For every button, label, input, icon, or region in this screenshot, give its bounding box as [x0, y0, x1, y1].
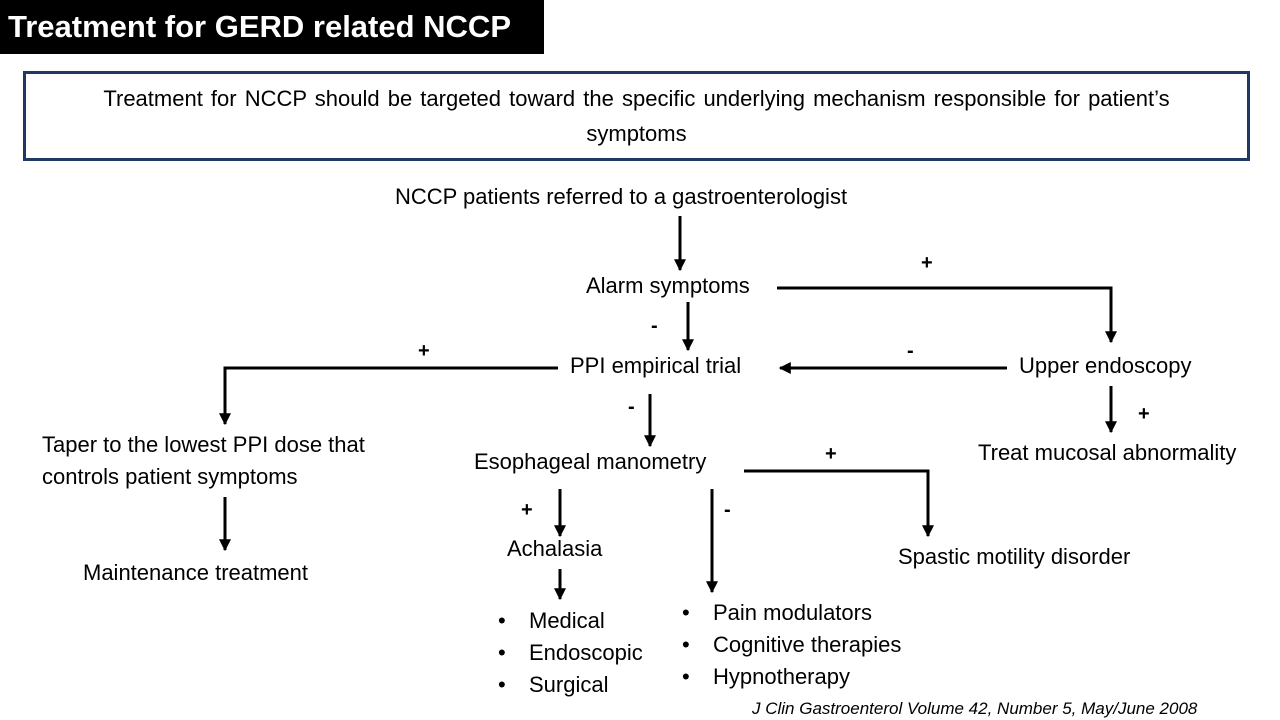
arrow-ppi-to-taper: [219, 366, 558, 426]
intro-box: Treatment for NCCP should be targeted to…: [23, 71, 1250, 161]
sign-plus-manometry-spastic: +: [825, 443, 837, 465]
achalasia-options-list: Medical Endoscopic Surgical: [498, 605, 643, 701]
list-item: Surgical: [498, 669, 643, 701]
node-upper-endoscopy: Upper endoscopy: [1019, 353, 1192, 378]
sign-minus-endoscopy-ppi: -: [907, 340, 914, 362]
sign-plus-endoscopy-treat: +: [1138, 403, 1150, 425]
sign-plus-manometry-achalasia: +: [521, 499, 533, 521]
sign-plus-ppi-taper: +: [418, 340, 430, 362]
node-taper-ppi: Taper to the lowest PPI dose that contro…: [42, 429, 365, 493]
arrow-manometry-to-spastic: [744, 469, 934, 538]
list-item: Cognitive therapies: [682, 629, 901, 661]
citation: J Clin Gastroenterol Volume 42, Number 5…: [752, 699, 1198, 718]
node-start: NCCP patients referred to a gastroentero…: [395, 184, 848, 209]
node-treat-mucosal: Treat mucosal abnormality: [978, 440, 1237, 465]
node-maintenance: Maintenance treatment: [83, 560, 309, 585]
slide-title: Treatment for GERD related NCCP: [0, 0, 544, 54]
normal-options-list: Pain modulators Cognitive therapies Hypn…: [682, 597, 901, 693]
list-item: Pain modulators: [682, 597, 901, 629]
node-achalasia: Achalasia: [507, 536, 603, 561]
node-taper-line-2: controls patient symptoms: [42, 464, 298, 489]
node-esophageal-manometry: Esophageal manometry: [474, 449, 707, 474]
list-item: Endoscopic: [498, 637, 643, 669]
node-spastic-motility: Spastic motility disorder: [898, 544, 1131, 569]
sign-minus-manometry-normal: -: [724, 499, 731, 521]
node-taper-line-1: Taper to the lowest PPI dose that: [42, 432, 365, 457]
sign-plus-alarm-endoscopy: +: [921, 252, 933, 274]
intro-text: Treatment for NCCP should be targeted to…: [103, 86, 1170, 146]
list-item: Hypnotherapy: [682, 661, 901, 693]
sign-minus-alarm-ppi: -: [651, 315, 658, 337]
list-item: Medical: [498, 605, 643, 637]
sign-minus-ppi-manometry: -: [628, 396, 635, 418]
node-alarm-symptoms: Alarm symptoms: [586, 273, 750, 298]
node-ppi-trial: PPI empirical trial: [570, 353, 742, 378]
arrow-alarm-to-endoscopy: [777, 286, 1117, 344]
